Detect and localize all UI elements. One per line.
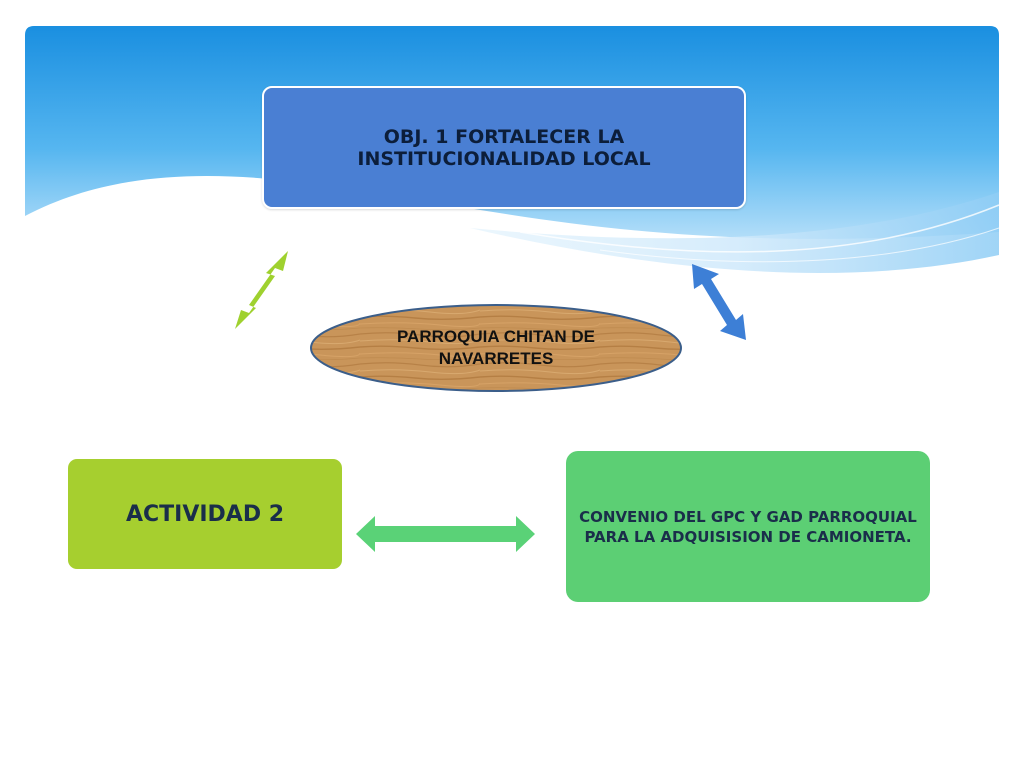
agreement-box: CONVENIO DEL GPC Y GAD PARROQUIAL PARA L… bbox=[566, 451, 930, 602]
activity-text: ACTIVIDAD 2 bbox=[125, 501, 285, 527]
agreement-text: CONVENIO DEL GPC Y GAD PARROQUIAL PARA L… bbox=[579, 507, 917, 546]
objective-box: OBJ. 1 FORTALECER LA INSTITUCIONALIDAD L… bbox=[262, 86, 746, 209]
center-ellipse-shape bbox=[310, 304, 682, 392]
double-arrow-right-icon bbox=[692, 264, 746, 340]
double-arrow-bottom-icon bbox=[356, 516, 535, 552]
activity-box: ACTIVIDAD 2 bbox=[68, 459, 342, 569]
double-arrow-left-icon bbox=[235, 251, 288, 329]
parish-text: PARROQUIA CHITAN DE NAVARRETES bbox=[396, 327, 595, 368]
objective-text: OBJ. 1 FORTALECER LA INSTITUCIONALIDAD L… bbox=[357, 125, 651, 170]
parish-label: PARROQUIA CHITAN DE NAVARRETES bbox=[316, 306, 676, 390]
blue-swoosh bbox=[470, 192, 999, 273]
